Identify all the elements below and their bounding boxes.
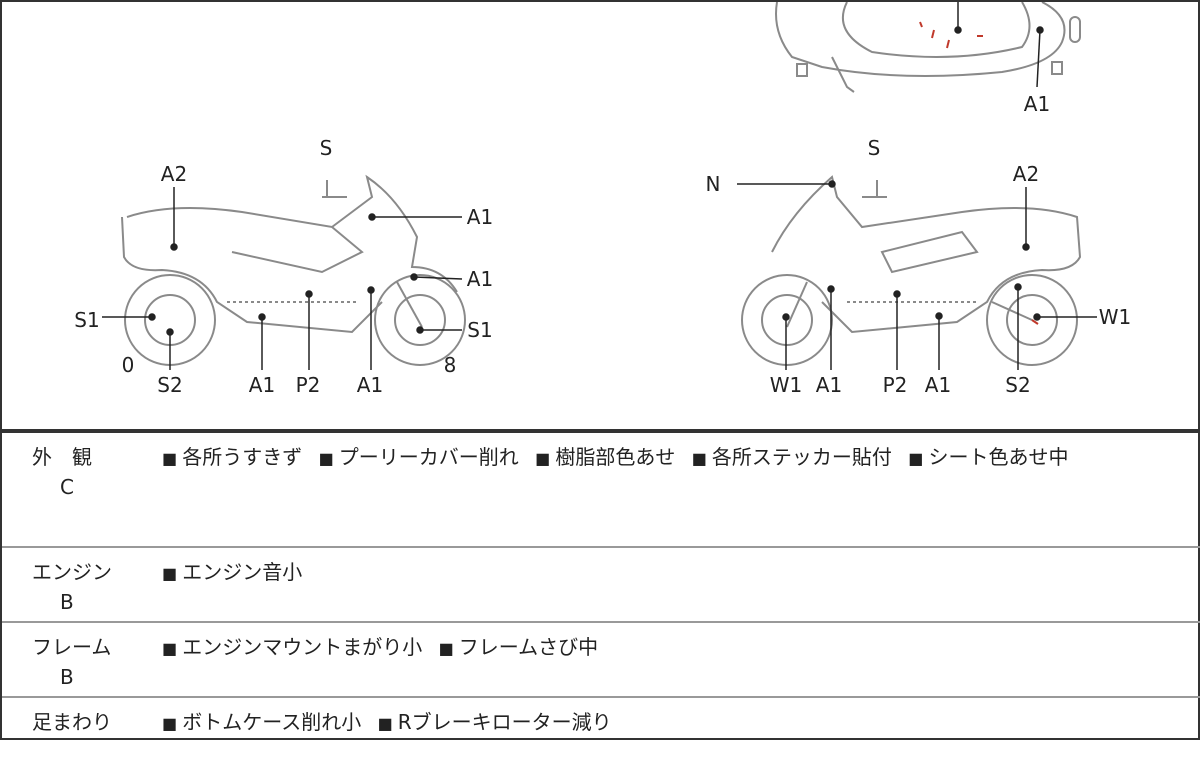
part-label: W1 xyxy=(1098,305,1132,329)
category-label: フレーム xyxy=(32,635,112,659)
part-label: A1 xyxy=(466,267,494,291)
condition-item: Rブレーキローター減り xyxy=(378,710,612,734)
condition-item: 各所うすきず xyxy=(162,445,302,469)
condition-item: フレームさび中 xyxy=(439,635,599,659)
grade: B xyxy=(60,590,74,614)
condition-item: プーリーカバー削れ xyxy=(319,445,519,469)
condition-item: 各所ステッカー貼付 xyxy=(692,445,892,469)
category-label: 足まわり xyxy=(32,710,112,734)
part-label: A1 xyxy=(356,373,384,397)
part-label: S xyxy=(319,136,333,160)
part-label: S1 xyxy=(74,308,100,332)
item-list: 各所うすきず プーリーカバー削れ 樹脂部色あせ 各所ステッカー貼付 シート色あせ… xyxy=(162,441,1078,470)
part-label: A1 xyxy=(815,373,843,397)
row-engine: エンジン B エンジン音小 xyxy=(2,548,1200,623)
item-list: ボトムケース削れ小 Rブレーキローター減り xyxy=(162,706,622,735)
scooter-illustrations xyxy=(102,2,1097,370)
part-label: A1 xyxy=(924,373,952,397)
part-label: A2 xyxy=(160,162,188,186)
part-label: A2 xyxy=(1012,162,1040,186)
category-label: 外 観 xyxy=(32,445,92,469)
condition-item: エンジン音小 xyxy=(162,560,302,584)
part-label: 0 xyxy=(121,353,135,377)
part-label: S xyxy=(867,136,881,160)
part-label: S2 xyxy=(157,373,183,397)
part-label: A1 xyxy=(1023,92,1051,116)
inspection-sheet: A1 S A2 A1 A1 S1 S1 0 S2 A1 P2 A1 8 N S … xyxy=(0,0,1200,740)
part-label: P2 xyxy=(295,373,321,397)
scooter-top-view xyxy=(775,2,1081,93)
part-label: S2 xyxy=(1005,373,1031,397)
item-list: エンジン音小 xyxy=(162,556,312,585)
part-label: A1 xyxy=(466,205,494,229)
row-exterior: 外 観 C 各所うすきず プーリーカバー削れ 樹脂部色あせ 各所ステッカー貼付 … xyxy=(2,433,1200,548)
divider xyxy=(2,429,1200,433)
part-label: 8 xyxy=(443,353,457,377)
scooter-right-side-view xyxy=(741,175,1082,366)
condition-item: シート色あせ中 xyxy=(908,445,1068,469)
grade: C xyxy=(60,475,74,499)
part-label: S1 xyxy=(467,318,493,342)
row-frame: フレーム B エンジンマウントまがり小 フレームさび中 xyxy=(2,623,1200,698)
leader-lines xyxy=(102,2,1097,370)
row-suspension: 足まわり ボトムケース削れ小 Rブレーキローター減り xyxy=(2,698,1200,773)
part-label: A1 xyxy=(248,373,276,397)
damage-diagram: A1 S A2 A1 A1 S1 S1 0 S2 A1 P2 A1 8 N S … xyxy=(2,2,1200,432)
part-label: N xyxy=(705,172,721,196)
part-label: P2 xyxy=(882,373,908,397)
damage-marks xyxy=(919,21,1039,325)
grade: B xyxy=(60,665,74,689)
item-list: エンジンマウントまがり小 フレームさび中 xyxy=(162,631,608,660)
part-label: W1 xyxy=(769,373,803,397)
condition-item: エンジンマウントまがり小 xyxy=(162,635,422,659)
condition-item: ボトムケース削れ小 xyxy=(162,710,361,734)
category-label: エンジン xyxy=(32,560,112,584)
condition-item: 樹脂部色あせ xyxy=(535,445,675,469)
